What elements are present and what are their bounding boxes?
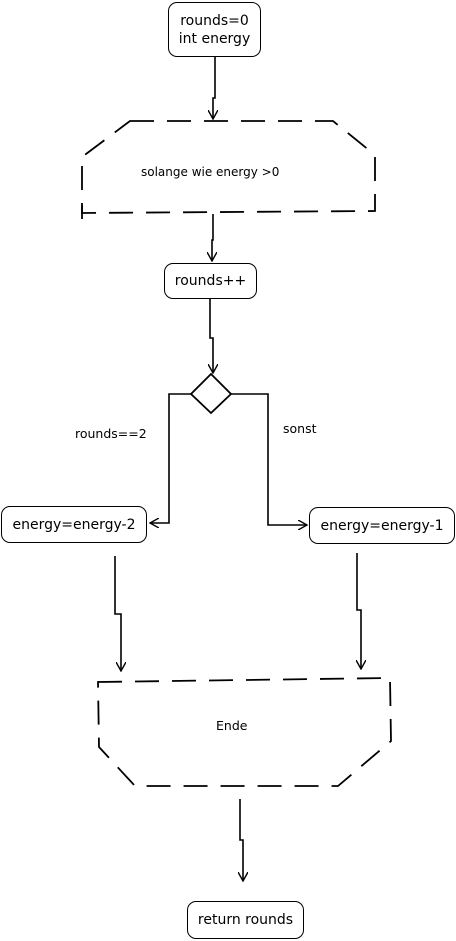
start-node: rounds=0 int energy bbox=[168, 2, 261, 57]
start-line-1: rounds=0 bbox=[180, 12, 249, 29]
loop-start-label: solange wie energy >0 bbox=[141, 165, 280, 179]
increment-text: rounds++ bbox=[174, 273, 247, 289]
arrow-decision-to-right bbox=[231, 393, 306, 525]
right-condition-label: sonst bbox=[283, 421, 317, 436]
right-action-node: energy=energy-1 bbox=[309, 507, 455, 544]
arrow-right-to-end bbox=[357, 553, 361, 668]
right-action-text: energy=energy-1 bbox=[320, 517, 444, 534]
left-action-node: energy=energy-2 bbox=[1, 506, 147, 543]
loop-end-label: Ende bbox=[216, 718, 248, 733]
arrow-end-to-return bbox=[240, 799, 243, 880]
loop-start-shape bbox=[81, 120, 376, 214]
left-condition-label: rounds==2 bbox=[75, 426, 147, 441]
increment-node: rounds++ bbox=[164, 263, 257, 299]
arrow-loop-to-increment bbox=[212, 214, 213, 260]
arrow-start-to-loop bbox=[213, 57, 215, 118]
arrow-left-to-end bbox=[114, 556, 121, 670]
loop-end-shape bbox=[97, 677, 392, 787]
start-line-2: int energy bbox=[178, 30, 251, 47]
arrow-decision-to-left bbox=[151, 393, 191, 523]
arrow-increment-to-decision bbox=[210, 299, 213, 372]
decision-diamond bbox=[189, 372, 233, 415]
left-action-text: energy=energy-2 bbox=[12, 516, 136, 533]
return-text: return rounds bbox=[197, 912, 294, 928]
return-node: return rounds bbox=[187, 901, 304, 939]
